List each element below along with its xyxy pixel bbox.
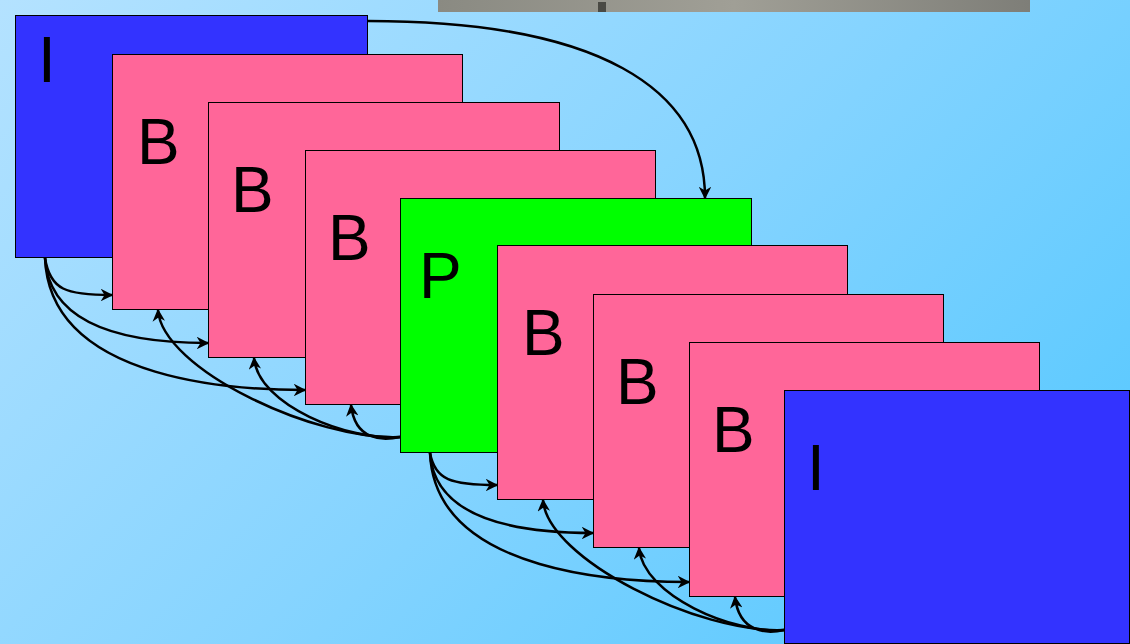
frame-type-letter: P <box>419 244 462 308</box>
frame-type-letter: I <box>38 28 56 92</box>
frame-card: I <box>784 390 1130 644</box>
photo-strip-fill <box>438 0 1030 12</box>
reference-arrow <box>45 258 208 343</box>
frame-type-letter: B <box>137 110 180 174</box>
reference-arrow <box>543 500 784 630</box>
frame-type-letter: B <box>616 350 659 414</box>
frame-type-letter: B <box>328 206 371 270</box>
reference-arrow <box>351 405 400 439</box>
reference-arrow <box>158 310 400 437</box>
reference-arrow <box>639 548 784 630</box>
frame-type-letter: I <box>807 436 825 500</box>
frame-type-letter: B <box>522 301 565 365</box>
reference-arrow <box>368 21 705 198</box>
reference-arrow <box>45 258 305 390</box>
frame-type-letter: B <box>231 158 274 222</box>
frame-type-letter: B <box>712 398 755 462</box>
reference-arrow <box>430 453 593 533</box>
reference-arrow <box>254 358 400 437</box>
reference-arrow <box>430 453 497 485</box>
photo-strip-detail <box>598 2 606 12</box>
reference-arrow <box>430 453 689 582</box>
reference-arrow <box>735 597 784 632</box>
